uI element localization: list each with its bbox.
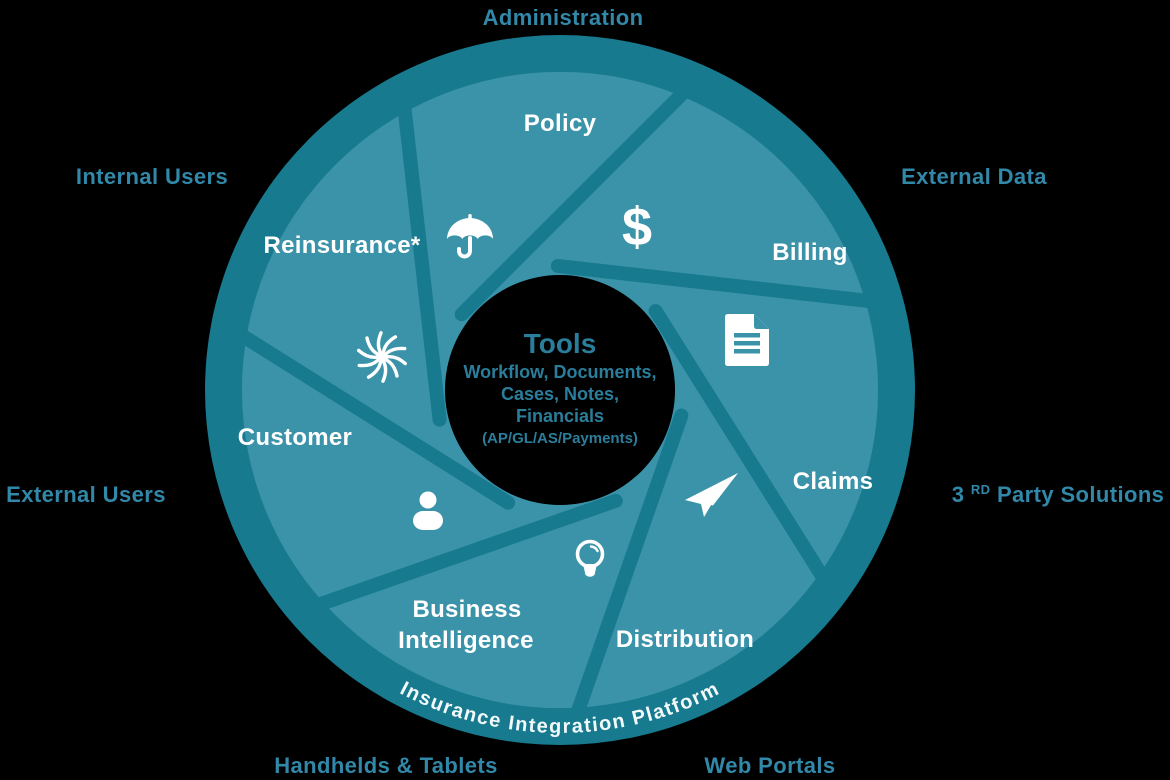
aperture-divider	[454, 75, 701, 322]
segment-label-claims: Claims	[793, 468, 874, 495]
outer-label-internal-users: Internal Users	[76, 164, 228, 189]
center-subline: (AP/GL/AS/Payments)	[482, 430, 638, 447]
segment-label-intelligence: Intelligence	[398, 627, 534, 654]
aperture-divider	[299, 493, 623, 616]
spiral-icon	[356, 331, 408, 383]
segment-label-distribution: Distribution	[616, 626, 754, 653]
outer-label-external-users: External Users	[6, 482, 166, 507]
aperture-divider	[550, 258, 891, 310]
segment-label-policy: Policy	[524, 110, 597, 137]
center-line-2: Cases, Notes,	[501, 384, 619, 404]
aperture-divider	[395, 87, 447, 427]
spiral-ray	[381, 335, 398, 354]
lightbulb-icon	[575, 539, 605, 577]
spiral-ray	[365, 336, 380, 356]
paper-plane-icon	[685, 473, 738, 517]
outer-label-external-data: External Data	[901, 164, 1047, 189]
segment-label-customer: Customer	[238, 424, 352, 451]
center-line-1: Workflow, Documents,	[463, 362, 656, 382]
document-icon	[725, 314, 769, 366]
outer-label-3rd-party-solutions: 3 RD Party Solutions	[952, 474, 1165, 507]
aperture-divider	[566, 408, 689, 732]
spiral-ray	[385, 354, 408, 366]
aperture-divider	[224, 321, 516, 510]
segment-label-business: Business	[412, 596, 521, 623]
umbrella-icon	[447, 214, 493, 259]
outer-label-handhelds-tablets: Handhelds & Tablets	[274, 753, 498, 778]
segment-label-reinsurance: Reinsurance*	[264, 232, 421, 259]
spiral-ray	[376, 331, 383, 354]
center-hole	[445, 275, 675, 505]
center-tools-text: Tools Workflow, Documents, Cases, Notes,…	[463, 328, 656, 447]
dollar-icon: $	[622, 197, 652, 257]
center-line-3: Financials	[516, 406, 604, 426]
spiral-ray	[384, 358, 399, 378]
aperture-dividers	[224, 75, 891, 732]
spiral-ray	[357, 358, 380, 368]
spiral-ray	[384, 346, 407, 356]
spiral-ray	[356, 348, 379, 360]
spiral-ray	[381, 360, 388, 383]
outer-label-web-portals: Web Portals	[704, 753, 835, 778]
person-icon	[413, 491, 443, 530]
outer-label-administration: Administration	[483, 5, 644, 30]
blade-annulus	[241, 71, 879, 709]
aperture-divider	[648, 304, 837, 596]
spiral-ray	[366, 360, 383, 379]
segment-label-billing: Billing	[772, 239, 847, 266]
center-title: Tools	[524, 328, 597, 359]
